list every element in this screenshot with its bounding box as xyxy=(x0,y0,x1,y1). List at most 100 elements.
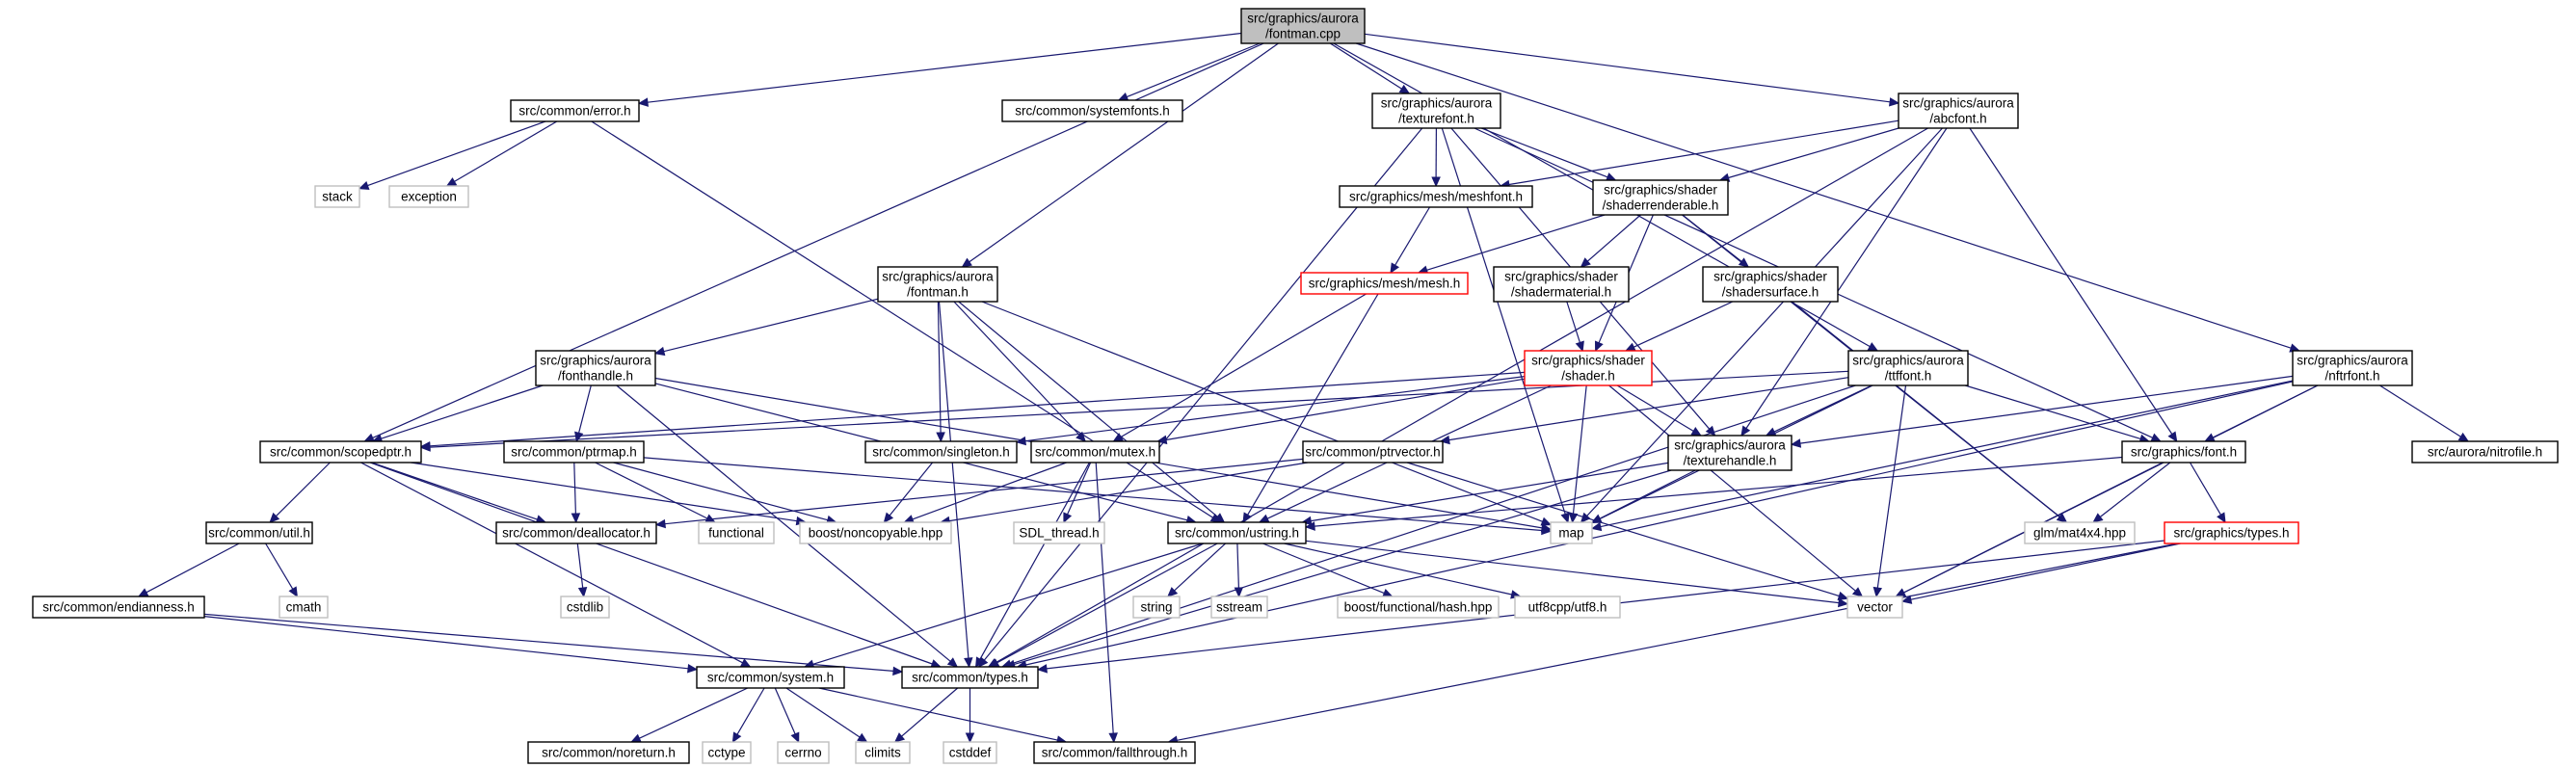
node-map[interactable]: map xyxy=(1550,521,1593,544)
node-box[interactable] xyxy=(510,99,640,122)
node-box[interactable] xyxy=(777,741,830,764)
node-box[interactable] xyxy=(1514,596,1621,619)
node-box[interactable] xyxy=(1132,596,1181,619)
node-gtypes-h[interactable]: src/graphics/types.h xyxy=(2164,521,2299,544)
node-box[interactable] xyxy=(1524,350,1653,386)
node-box[interactable] xyxy=(1550,521,1593,544)
node-fontman-cpp[interactable]: src/graphics/aurora/fontman.cpp xyxy=(1240,8,1366,44)
node-nftrfont-h[interactable]: src/graphics/aurora/nftrfont.h xyxy=(2292,350,2413,386)
node-cerrno[interactable]: cerrno xyxy=(777,741,830,764)
node-box[interactable] xyxy=(205,521,313,544)
node-string[interactable]: string xyxy=(1132,596,1181,619)
node-ustring-h[interactable]: src/common/ustring.h xyxy=(1167,521,1307,544)
node-sdl-thread-h[interactable]: SDL_thread.h xyxy=(1013,521,1105,544)
node-cctype[interactable]: cctype xyxy=(702,741,752,764)
node-texturehandle-h[interactable]: src/graphics/aurora/texturehandle.h xyxy=(1667,435,1793,471)
node-box[interactable] xyxy=(1592,179,1729,216)
node-box[interactable] xyxy=(2292,350,2413,386)
node-box[interactable] xyxy=(1300,272,1469,295)
node-ttffont-h[interactable]: src/graphics/aurora/ttffont.h xyxy=(1847,350,1969,386)
node-mat4x4-hpp[interactable]: glm/mat4x4.hpp xyxy=(2024,521,2136,544)
node-box[interactable] xyxy=(698,521,775,544)
node-box[interactable] xyxy=(1167,521,1307,544)
node-box[interactable] xyxy=(503,440,645,463)
node-cstddef[interactable]: cstddef xyxy=(943,741,997,764)
node-box[interactable] xyxy=(1033,741,1196,764)
node-systemfonts-h[interactable]: src/common/systemfonts.h xyxy=(1001,99,1183,122)
node-stack[interactable]: stack xyxy=(314,185,360,208)
node-box[interactable] xyxy=(799,521,952,544)
node-shadersurface-h[interactable]: src/graphics/shader/shadersurface.h xyxy=(1702,266,1839,303)
node-box[interactable] xyxy=(943,741,997,764)
node-ptrvector-h[interactable]: src/common/ptrvector.h xyxy=(1302,440,1444,463)
node-functional[interactable]: functional xyxy=(698,521,775,544)
node-meshfont-h[interactable]: src/graphics/mesh/meshfont.h xyxy=(1339,185,1533,208)
node-box[interactable] xyxy=(864,440,1018,463)
node-fallthrough-h[interactable]: src/common/fallthrough.h xyxy=(1033,741,1196,764)
node-shadermaterial-h[interactable]: src/graphics/shader/shadermaterial.h xyxy=(1493,266,1630,303)
node-box[interactable] xyxy=(2121,440,2246,463)
node-sstream[interactable]: sstream xyxy=(1210,596,1268,619)
node-exception[interactable]: exception xyxy=(388,185,469,208)
node-box[interactable] xyxy=(1847,350,1969,386)
node-box[interactable] xyxy=(1210,596,1268,619)
node-texturefont-h[interactable]: src/graphics/aurora/texturefont.h xyxy=(1371,93,1501,129)
node-box[interactable] xyxy=(877,266,998,303)
node-box[interactable] xyxy=(1493,266,1630,303)
node-box[interactable] xyxy=(1302,440,1444,463)
node-utf8-h[interactable]: utf8cpp/utf8.h xyxy=(1514,596,1621,619)
node-box[interactable] xyxy=(1013,521,1105,544)
node-cmath[interactable]: cmath xyxy=(279,596,329,619)
node-box[interactable] xyxy=(259,440,422,463)
node-scopedptr-h[interactable]: src/common/scopedptr.h xyxy=(259,440,422,463)
node-box[interactable] xyxy=(901,666,1039,689)
node-font-h[interactable]: src/graphics/font.h xyxy=(2121,440,2246,463)
node-box[interactable] xyxy=(495,521,657,544)
node-fontman-h[interactable]: src/graphics/aurora/fontman.h xyxy=(877,266,998,303)
node-ctypes-h[interactable]: src/common/types.h xyxy=(901,666,1039,689)
node-mesh-h[interactable]: src/graphics/mesh/mesh.h xyxy=(1300,272,1469,295)
node-error-h[interactable]: src/common/error.h xyxy=(510,99,640,122)
node-box[interactable] xyxy=(1337,596,1500,619)
node-box[interactable] xyxy=(527,741,690,764)
node-box[interactable] xyxy=(279,596,329,619)
node-box[interactable] xyxy=(1030,440,1160,463)
node-box[interactable] xyxy=(1001,99,1183,122)
node-box[interactable] xyxy=(702,741,752,764)
node-ptrmap-h[interactable]: src/common/ptrmap.h xyxy=(503,440,645,463)
node-box[interactable] xyxy=(560,596,610,619)
node-nitrofile-h[interactable]: src/aurora/nitrofile.h xyxy=(2411,440,2559,463)
node-box[interactable] xyxy=(1240,8,1366,44)
node-hash-hpp[interactable]: boost/functional/hash.hpp xyxy=(1337,596,1500,619)
node-box[interactable] xyxy=(32,596,205,619)
node-fonthandle-h[interactable]: src/graphics/aurora/fonthandle.h xyxy=(535,350,656,386)
node-util-h[interactable]: src/common/util.h xyxy=(205,521,313,544)
node-climits[interactable]: climits xyxy=(855,741,911,764)
node-box[interactable] xyxy=(1339,185,1533,208)
node-box[interactable] xyxy=(2164,521,2299,544)
node-endianness-h[interactable]: src/common/endianness.h xyxy=(32,596,205,619)
node-box[interactable] xyxy=(388,185,469,208)
node-box[interactable] xyxy=(696,666,845,689)
node-box[interactable] xyxy=(1371,93,1501,129)
node-cstdlib[interactable]: cstdlib xyxy=(560,596,610,619)
node-box[interactable] xyxy=(855,741,911,764)
node-box[interactable] xyxy=(2411,440,2559,463)
node-noreturn-h[interactable]: src/common/noreturn.h xyxy=(527,741,690,764)
node-box[interactable] xyxy=(1667,435,1793,471)
node-shader-h[interactable]: src/graphics/shader/shader.h xyxy=(1524,350,1653,386)
node-box[interactable] xyxy=(314,185,360,208)
node-system-h[interactable]: src/common/system.h xyxy=(696,666,845,689)
node-box[interactable] xyxy=(1846,596,1903,619)
node-vector[interactable]: vector xyxy=(1846,596,1903,619)
node-box[interactable] xyxy=(535,350,656,386)
node-abcfont-h[interactable]: src/graphics/aurora/abcfont.h xyxy=(1898,93,2019,129)
node-noncopyable-hpp[interactable]: boost/noncopyable.hpp xyxy=(799,521,952,544)
node-box[interactable] xyxy=(1702,266,1839,303)
node-singleton-h[interactable]: src/common/singleton.h xyxy=(864,440,1018,463)
node-deallocator-h[interactable]: src/common/deallocator.h xyxy=(495,521,657,544)
node-box[interactable] xyxy=(1898,93,2019,129)
node-shaderrenderable-h[interactable]: src/graphics/shader/shaderrenderable.h xyxy=(1592,179,1729,216)
node-mutex-h[interactable]: src/common/mutex.h xyxy=(1030,440,1160,463)
node-box[interactable] xyxy=(2024,521,2136,544)
